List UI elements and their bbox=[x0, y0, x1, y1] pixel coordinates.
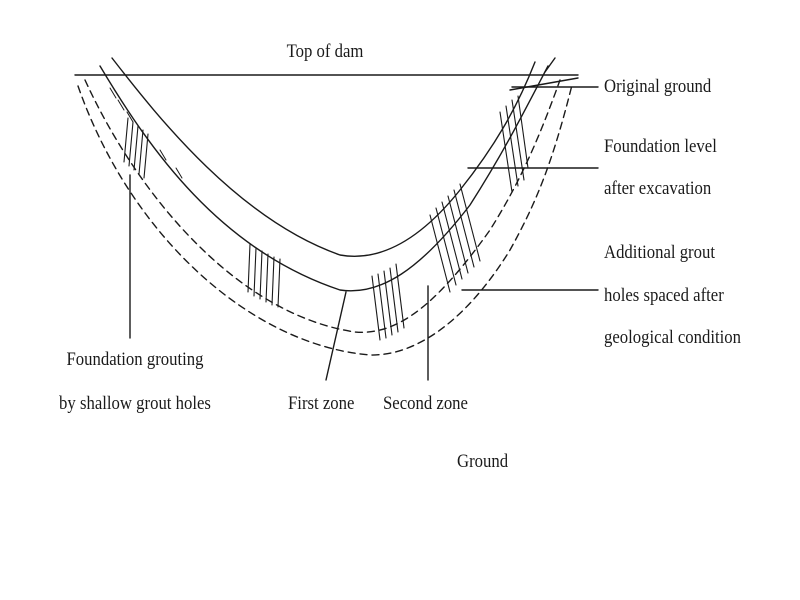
upper-right-grout-holes bbox=[499, 95, 529, 193]
additional-grout-label-line1: Additional grout bbox=[604, 242, 716, 263]
foundation-grouting-label-line1: Foundation grouting bbox=[66, 349, 204, 370]
original-ground-label: Original ground bbox=[604, 76, 712, 97]
additional-grout-label-line3: geological condition bbox=[604, 327, 741, 348]
mid-left-grout-holes bbox=[247, 243, 281, 308]
right-grout-holes bbox=[429, 183, 481, 293]
foundation-grouting-label-line2: by shallow grout holes bbox=[59, 393, 211, 414]
bank-mark bbox=[509, 77, 579, 91]
leader-first-zone bbox=[325, 291, 347, 381]
second-zone-label: Second zone bbox=[383, 393, 468, 414]
first-zone-label: First zone bbox=[288, 393, 355, 414]
ground-label: Ground bbox=[457, 451, 509, 472]
foundation-level-label-line2: after excavation bbox=[604, 178, 712, 199]
bank-mark bbox=[544, 57, 556, 73]
top-of-dam-label: Top of dam bbox=[286, 41, 364, 62]
mid-right-grout-holes bbox=[371, 263, 405, 341]
second-zone-boundary bbox=[77, 84, 573, 356]
first-zone-boundary bbox=[84, 79, 561, 333]
foundation-level-profile bbox=[99, 65, 549, 292]
foundation-level-label-line1: Foundation level bbox=[604, 136, 717, 157]
left-bank-hatch bbox=[109, 87, 183, 179]
additional-grout-label-line2: holes spaced after bbox=[604, 285, 724, 306]
left-grout-holes bbox=[123, 117, 149, 179]
